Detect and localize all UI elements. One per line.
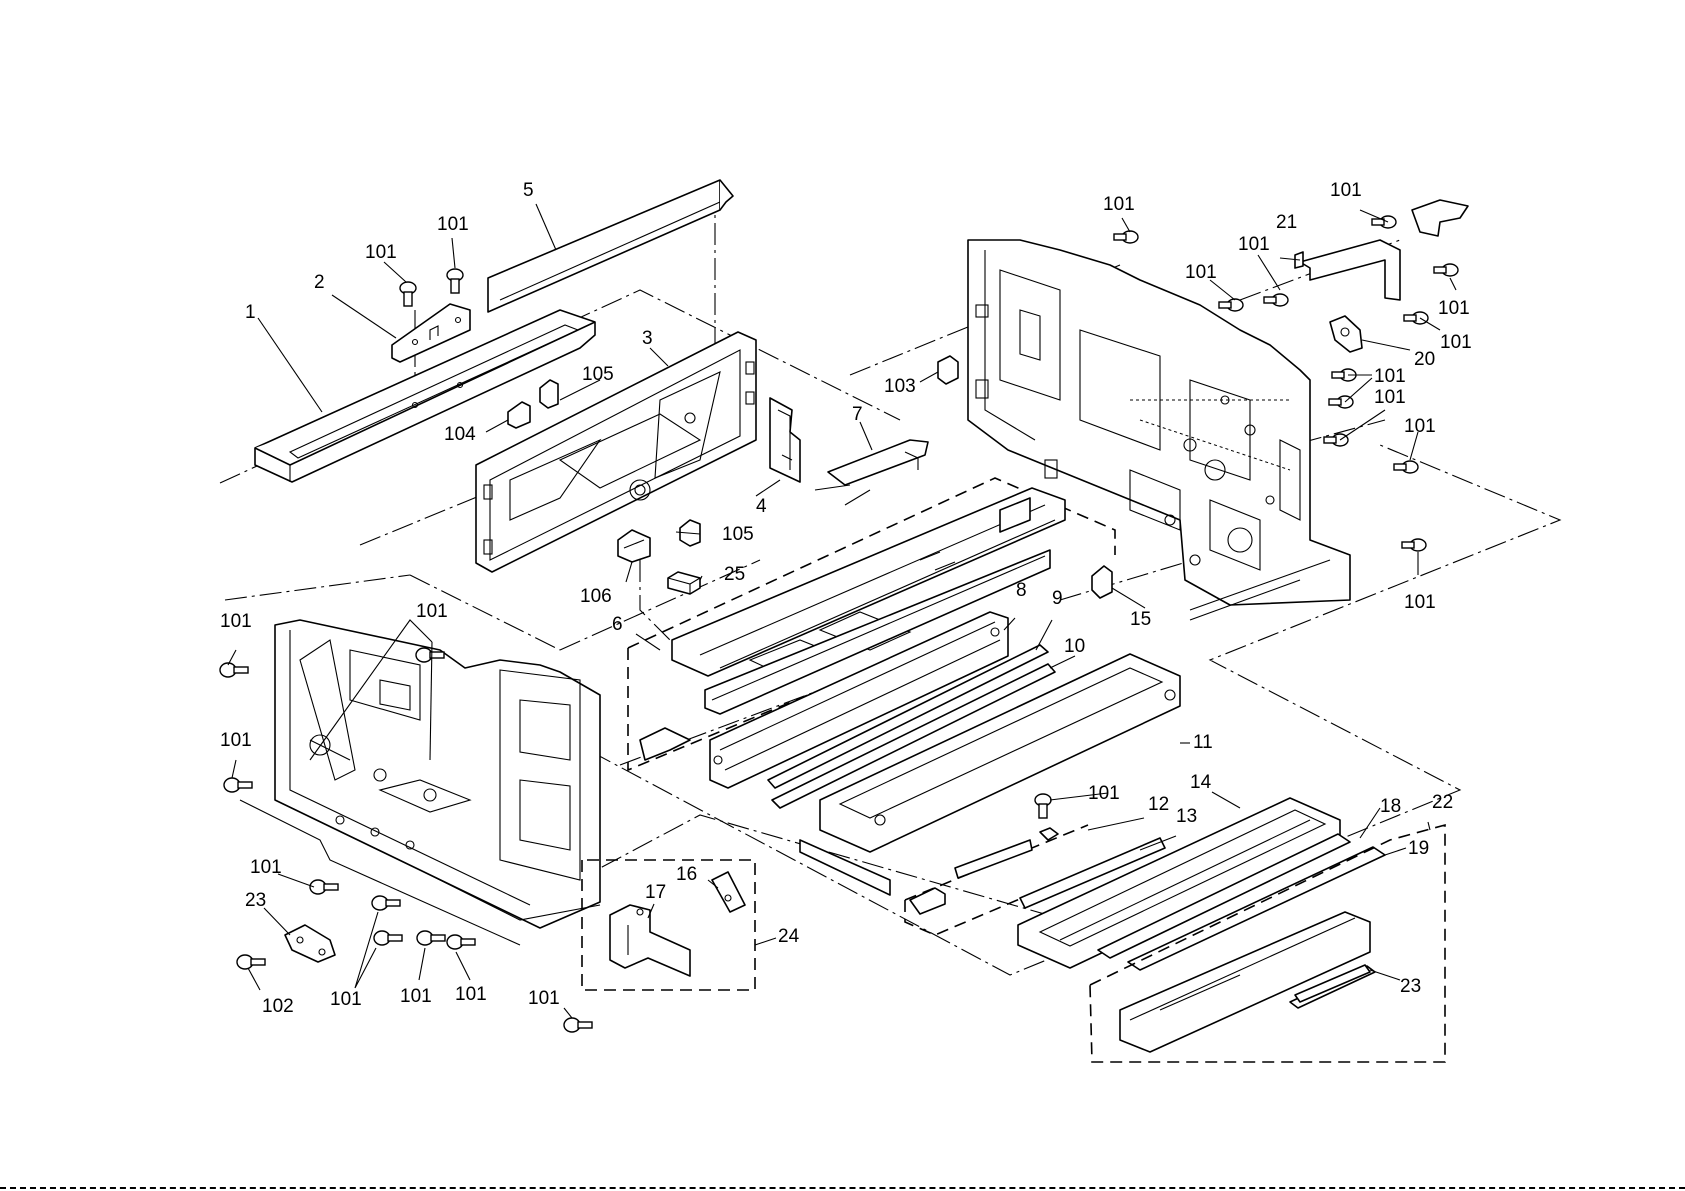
callout-10: 10 [1064,636,1085,657]
callout-101: 101 [1103,194,1135,215]
screw-101-icon [1035,794,1051,818]
screw-101-icon [1219,299,1243,311]
callout-101: 101 [250,857,282,878]
part-4-plate [770,398,800,482]
callout-23-right: 23 [1400,976,1421,997]
screw-101-icon [1264,294,1288,306]
screw-101-icon [447,935,475,949]
callout-13: 13 [1176,806,1197,827]
part-23-bracket-left [285,925,335,962]
callout-101: 101 [1330,180,1362,201]
screw-101-icon [224,778,252,792]
callout-101: 101 [330,989,362,1010]
part-21-bracket [1295,200,1468,300]
callout-101: 101 [1438,298,1470,319]
callout-101: 101 [220,730,252,751]
left-frame [240,620,600,945]
part-103-clip [938,356,958,384]
callout-23-left: 23 [245,890,266,911]
part-15-clip [1092,566,1112,598]
part-106-clip [618,530,650,562]
callout-5: 5 [523,180,534,201]
screw-101-icon [447,269,463,293]
screw-101-icon [1372,216,1396,228]
callout-9: 9 [1052,588,1063,609]
screw-101-icon [1434,264,1458,276]
callout-2: 2 [314,272,325,293]
callout-101: 101 [1238,234,1270,255]
screw-101-icon [1404,312,1428,324]
callout-101: 101 [220,611,252,632]
screw-101-icon [400,282,416,306]
callout-101: 101 [1088,783,1120,804]
callout-105: 105 [582,364,614,385]
callout-3: 3 [642,328,653,349]
callout-106: 106 [580,586,612,607]
callout-101: 101 [1185,262,1217,283]
callout-101: 101 [365,242,397,263]
callout-4: 4 [756,496,767,517]
screw-101-icon [310,880,338,894]
part-104-clip [508,402,530,428]
callout-19: 19 [1408,838,1429,859]
part-16-pad [712,872,745,912]
part-25-pad [668,572,700,594]
callout-15: 15 [1130,609,1151,630]
callout-101: 101 [1440,332,1472,353]
callout-101: 101 [1374,387,1406,408]
callout-14: 14 [1190,772,1212,793]
callout-101: 101 [1404,416,1436,437]
callout-20: 20 [1414,349,1435,370]
page-bottom-rule [0,1187,1685,1189]
callout-101: 101 [1374,366,1406,387]
screw-101-icon [564,1018,592,1032]
screw-101-icon [1114,231,1138,243]
callout-104: 104 [444,424,476,445]
callout-7: 7 [852,404,863,425]
screw-101-icon [220,663,248,677]
callout-8: 8 [1016,580,1027,601]
screw-101-icon [1394,461,1418,473]
callout-101: 101 [437,214,469,235]
callout-11: 11 [1193,732,1213,753]
callout-101: 101 [455,984,487,1005]
callout-101: 101 [1404,592,1436,613]
part-20-plate [1330,316,1362,352]
part-2-bracket [392,304,470,362]
callout-22: 22 [1432,792,1453,813]
callout-1: 1 [245,302,256,323]
screw-101-icon [372,896,400,910]
callout-101: 101 [528,988,560,1009]
callout-16: 16 [676,864,697,885]
screw-101-icon [1402,539,1426,551]
callout-105: 105 [722,524,754,545]
callout-24: 24 [778,926,800,947]
part-105a-clip [540,380,558,408]
screw-101-icon [374,931,402,945]
callout-12: 12 [1148,794,1169,815]
callout-102: 102 [262,996,294,1017]
callout-21: 21 [1276,212,1297,233]
callout-103: 103 [884,376,916,397]
part-24-assembly [582,860,755,990]
callout-17: 17 [645,882,666,903]
callout-25: 25 [724,564,745,585]
callout-18: 18 [1380,796,1401,817]
callout-101: 101 [400,986,432,1007]
callout-101: 101 [416,601,448,622]
screw-102-icon [237,955,265,969]
screw-101-icon [417,931,445,945]
callout-6: 6 [612,614,623,635]
